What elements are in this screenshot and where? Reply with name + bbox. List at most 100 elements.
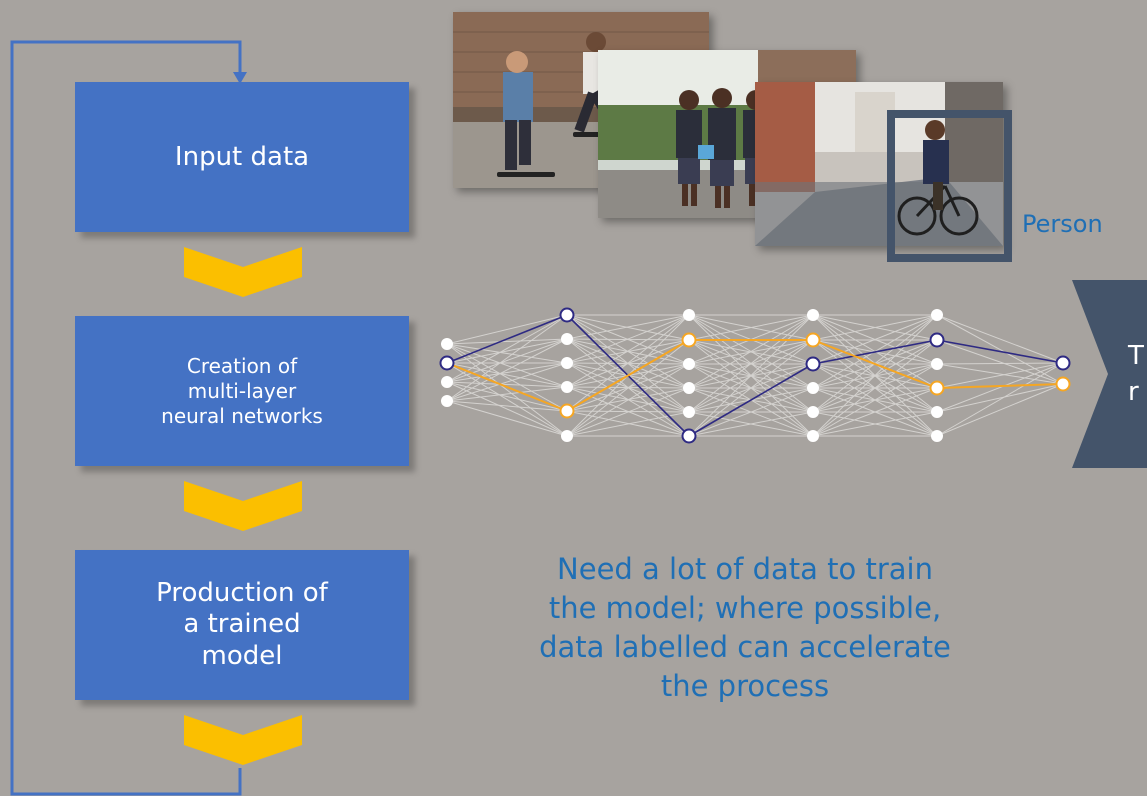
input-data-label: Input data [174,142,310,172]
network-node [681,332,697,348]
network-edge [446,362,568,402]
input-data-step: Input data [75,82,409,232]
network-edge [446,362,568,388]
network-edge [936,362,1064,365]
network-edge [936,362,1064,413]
network-node [1055,376,1071,392]
network-node [561,357,573,369]
network-edge [446,362,568,437]
network-edge [812,314,938,341]
network-edge [566,314,690,364]
network-edge [936,363,1064,385]
neural-network-step: Creation of multi-layer neural networks [75,316,409,466]
network-edge [812,363,938,437]
network-node [683,406,695,418]
network-edge [688,387,814,437]
network-node [1055,355,1071,371]
network-edge [936,362,1064,389]
network-edge [812,314,938,437]
network-edge [812,411,938,437]
trained-model-step: Production of a trained model [75,550,409,700]
network-edge [936,314,1064,364]
network-edge [812,387,938,437]
network-edge [446,314,568,402]
street-cyclist-photo [755,82,1003,246]
network-node [441,338,453,350]
network-node [807,406,819,418]
network-edge [936,383,1064,437]
network-node [559,307,575,323]
down-chevron-icon [184,247,302,297]
network-node [931,406,943,418]
network-node [683,382,695,394]
network-edge [566,363,690,437]
network-edge [566,387,690,437]
network-node [807,382,819,394]
network-edge [446,400,568,437]
network-edge [688,314,814,389]
network-edge [446,338,568,402]
network-edge [446,400,568,412]
network-node [441,395,453,407]
down-chevron-icon [184,715,302,765]
navy-path-edge [688,363,814,437]
network-edge [936,339,1064,385]
data-requirement-note: Need a lot of data to train the model; w… [539,552,951,704]
network-edge [812,339,938,437]
network-node [561,333,573,345]
network-edge [446,343,568,364]
network-node [807,430,819,442]
network-node [931,358,943,370]
navy-path-edge [446,314,568,364]
network-edge [688,339,814,437]
network-edge [446,338,568,345]
orange-path-edge [566,339,690,412]
network-edge [688,411,814,437]
network-node [807,309,819,321]
network-edge [446,343,568,412]
network-edge [566,314,690,388]
network-edge [688,314,814,437]
network-edge [688,314,814,413]
network-node [559,403,575,419]
network-node [439,355,455,371]
network-edge [446,386,568,402]
trained-model-label: Production of a trained model [156,578,328,671]
network-node [931,430,943,442]
output-chevron [1072,280,1147,468]
network-node [931,309,943,321]
network-node [561,381,573,393]
network-edge [688,314,814,341]
network-node [683,358,695,370]
network-node [929,380,945,396]
network-edge [812,314,938,365]
network-node [681,428,697,444]
navy-path-edge [936,339,1064,364]
network-node [929,332,945,348]
network-edge [446,362,568,383]
network-edge [446,381,568,388]
detection-label: Person [1022,210,1103,238]
neural-network-label: Creation of multi-layer neural networks [161,353,323,428]
navy-path-edge [812,339,938,365]
network-edge [446,338,568,364]
orange-path-edge [936,383,1064,389]
network-edge [566,314,690,412]
down-chevron-icon [184,481,302,531]
orange-path-edge [446,362,568,412]
network-node [561,430,573,442]
network-edge [936,314,1064,385]
person-bounding-box [887,110,1012,262]
network-node [441,376,453,388]
network-node [805,332,821,348]
network-edge [936,362,1064,437]
network-edge [566,339,690,437]
network-edge [446,314,568,345]
orange-path-edge [812,339,938,389]
network-edge [446,338,568,383]
network-edge [446,343,568,388]
network-node [683,309,695,321]
neural-network-diagram [439,307,1071,444]
output-label: T r [1128,341,1144,408]
network-node [805,356,821,372]
